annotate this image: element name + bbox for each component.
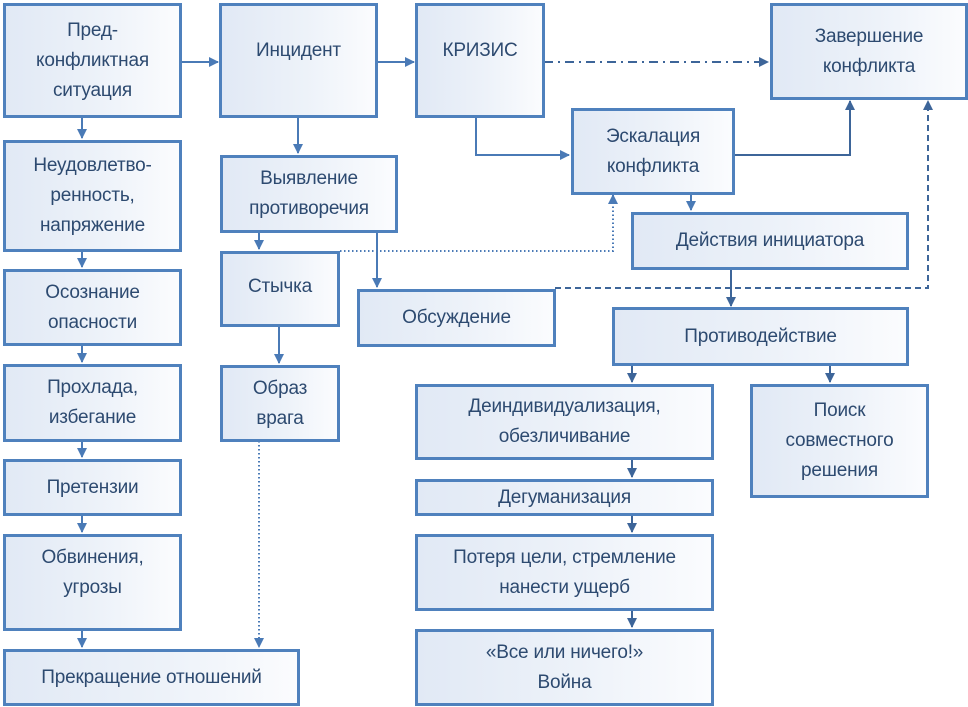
node-coolness-avoidance: Прохлада, избегание	[3, 364, 182, 442]
node-label: Потеря цели, стремление	[453, 546, 676, 568]
node-danger-awareness: Осознание опасности	[3, 269, 182, 346]
node-label: совместного	[785, 430, 894, 451]
node-label: Действия инициатора	[675, 230, 865, 251]
node-label: ренность,	[50, 185, 135, 206]
node-claims: Претензии	[3, 459, 182, 516]
node-label: конфликта	[822, 55, 916, 77]
node-crisis: КРИЗИС	[415, 3, 545, 118]
node-contradiction-revealed: Выявление противоречия	[220, 155, 398, 233]
node-label: Деиндивидуализация,	[468, 396, 661, 417]
node-label: избегание	[48, 407, 137, 428]
node-label: Претензии	[46, 476, 139, 498]
node-label: «Все или ничего!»	[485, 641, 644, 663]
node-goal-loss: Потеря цели, стремление нанести ущерб	[415, 534, 714, 611]
node-label: противоречия	[249, 198, 369, 219]
node-label: Образ	[252, 377, 308, 399]
node-label: обезличивание	[498, 426, 631, 447]
node-discussion: Обсуждение	[357, 289, 556, 347]
node-pre-conflict-situation: Пред- конфликтная ситуация	[3, 3, 182, 118]
node-label: Неудовлетво-	[33, 155, 152, 176]
node-accusations-threats: Обвинения, угрозы	[3, 534, 182, 631]
node-label: Осознание	[45, 281, 140, 303]
node-label: Дегуманизация	[498, 486, 631, 508]
edge-clash-to-escalation	[340, 194, 618, 252]
edge-escalation-to-conflict-end	[733, 100, 855, 156]
edge-crisis-to-escalation	[475, 117, 570, 160]
node-label: Обсуждение	[402, 307, 511, 328]
node-counteraction: Противодействие	[612, 307, 909, 366]
node-clash: Стычка	[220, 251, 340, 327]
node-incident: Инцидент	[219, 3, 378, 118]
node-joint-solution-search: Поиск совместного решения	[750, 384, 929, 498]
node-escalation: Эскалация конфликта	[571, 108, 735, 195]
node-deindividualization: Деиндивидуализация, обезличивание	[415, 384, 714, 460]
node-label: врага	[256, 407, 304, 429]
node-label: Прекращение отношений	[41, 666, 262, 688]
node-label: угрозы	[63, 577, 122, 598]
node-conflict-end: Завершение конфликта	[770, 3, 968, 100]
node-label: Обвинения,	[41, 547, 144, 568]
edge-discussion-to-conflict-end	[555, 100, 933, 289]
node-label: конфликтная	[36, 49, 149, 71]
node-label: Эскалация	[605, 125, 701, 147]
node-label: Завершение	[814, 25, 924, 47]
node-enemy-image: Образ врага	[220, 365, 340, 442]
node-label: Стычка	[247, 276, 313, 297]
node-label: Инцидент	[256, 40, 341, 61]
node-dehumanization: Дегуманизация	[415, 479, 714, 516]
node-label: напряжение	[40, 215, 145, 236]
node-label: Противодействие	[684, 325, 837, 347]
node-all-or-nothing-war: «Все или ничего!» Война	[415, 629, 714, 706]
node-label: КРИЗИС	[442, 40, 518, 61]
node-label: Выявление	[260, 168, 358, 189]
node-label: Поиск	[813, 400, 866, 421]
node-label: ситуация	[52, 79, 133, 101]
node-dissatisfaction: Неудовлетво- ренность, напряжение	[3, 140, 182, 252]
node-label: конфликта	[606, 155, 700, 177]
node-initiator-actions: Действия инициатора	[631, 212, 909, 270]
node-label: решения	[801, 460, 878, 481]
node-label: Пред-	[67, 19, 118, 41]
node-relationship-end: Прекращение отношений	[3, 649, 300, 706]
node-label: Прохлада,	[47, 377, 138, 398]
node-label: нанести ущерб	[499, 576, 630, 598]
node-label: опасности	[48, 311, 137, 333]
node-label: Война	[537, 671, 592, 693]
